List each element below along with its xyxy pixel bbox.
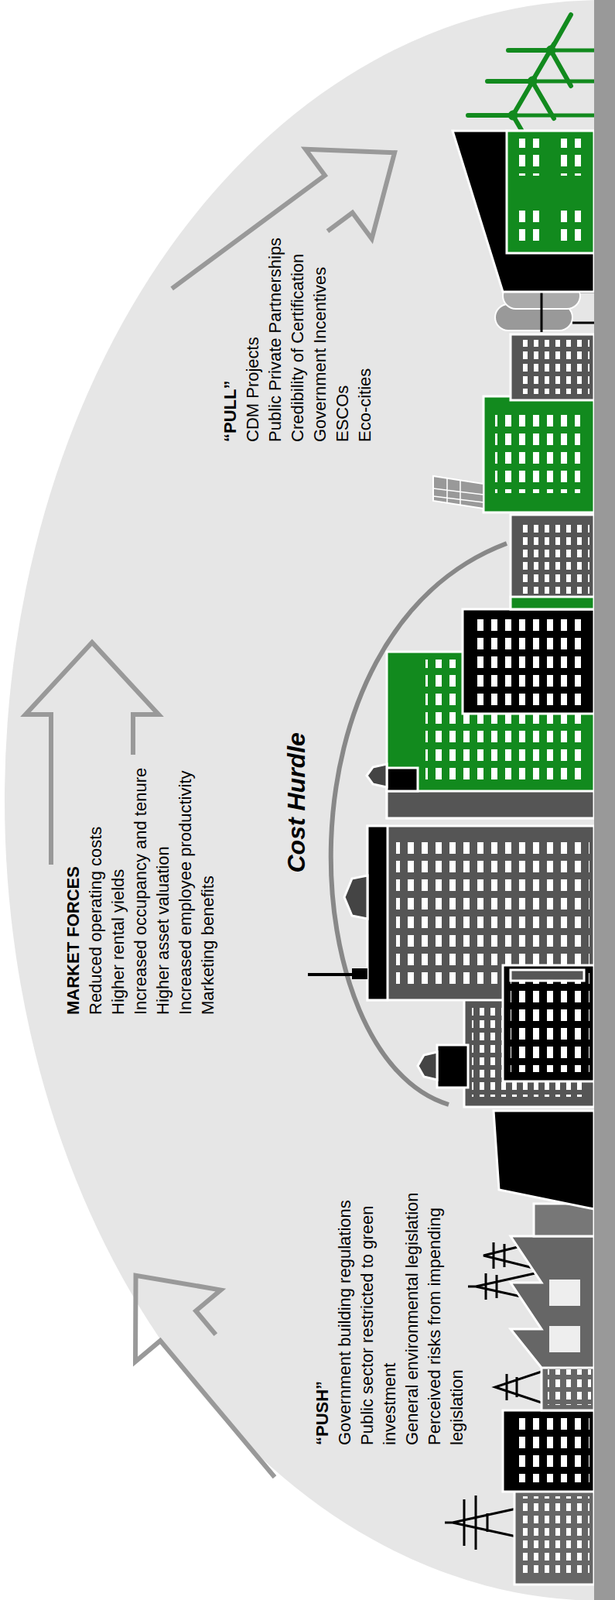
dome-background (4, 0, 615, 1599)
list-item: Public Private Partnerships (263, 237, 287, 442)
group-heading: “PUSH” (310, 1138, 334, 1445)
list-item: Increased employee productivity (174, 770, 197, 1015)
list-item: Higher rental yields (106, 868, 130, 1015)
list-item: Eco-cities (353, 368, 376, 442)
list-item: Reduced operating costs (84, 826, 107, 1015)
cost-hurdle-label: Cost Hurdle (281, 728, 311, 875)
group-heading: “PULL” (218, 380, 242, 442)
left-buildings (502, 1364, 595, 1584)
list-item: Government Incentives (308, 266, 332, 442)
list-item: Perceived risks from impending legislati… (423, 1138, 469, 1445)
eco-building (452, 130, 595, 292)
middle-buildings (307, 514, 595, 1107)
list-item: Higher asset valuation (151, 845, 175, 1015)
list-item: Increased occupancy and tenure (129, 767, 152, 1015)
factory (493, 1110, 595, 1367)
list-item: ESCOs (331, 385, 354, 442)
list-item: Credibility of Certification (286, 253, 309, 442)
list-item: General environmental legislation (400, 1138, 424, 1445)
flow-arrows (25, 107, 428, 1497)
ground-strip (594, 0, 615, 1599)
list-item: Government building regulations (333, 1138, 356, 1445)
list-item: CDM Projects (241, 336, 264, 442)
list-item: Marketing benefits (196, 874, 219, 1015)
list-item: Public sector restricted to green invest… (355, 1138, 401, 1445)
right-buildings (433, 334, 595, 513)
group-heading: MARKET FORCES (61, 865, 85, 1015)
